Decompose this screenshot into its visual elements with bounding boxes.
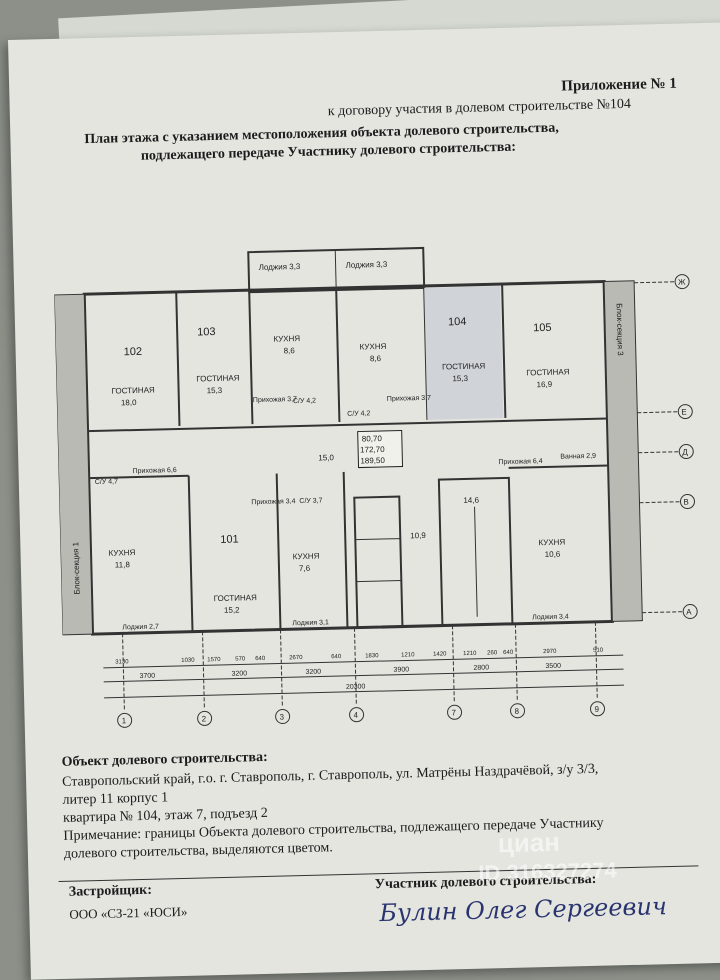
area-total: 189,50 [360, 456, 385, 466]
kitchen-name: КУХНЯ [359, 342, 386, 352]
dim: 3500 [545, 663, 561, 670]
bathroom-label: С/У 3,7 [299, 497, 322, 505]
corridor-area: 15,0 [318, 453, 334, 462]
dim: 640 [331, 654, 342, 660]
lift-hall-area: 10,9 [410, 531, 426, 540]
dim: 3700 [140, 673, 156, 680]
axis-label: 4 [353, 711, 358, 720]
watermark-id: ID 316327274 [478, 857, 617, 886]
axis-label: В [683, 498, 689, 507]
bathroom-label: С/У 4,7 [95, 478, 118, 486]
room-area: 15,3 [207, 386, 223, 395]
dim: 3200 [305, 669, 321, 676]
kitchen-area: 11,8 [115, 560, 131, 569]
axis-label: 2 [202, 714, 207, 723]
dim: 3200 [231, 670, 247, 677]
block-label-left: Блок-секция 1 [71, 541, 81, 594]
dim: 570 [235, 656, 246, 662]
stairwell [437, 476, 514, 627]
axis-label: Ж [678, 278, 686, 287]
room-area: 16,9 [536, 380, 552, 389]
stair-area: 14,6 [463, 496, 479, 505]
floor-plan: Лоджия 3,3 Лоджия 3,3 Лоджия 2,7 Лоджия … [53, 246, 698, 728]
document-page: Приложение № 1 к договору участия в доле… [8, 21, 720, 980]
object-letter: литер 11 корпус 1 [62, 790, 169, 808]
kitchen-area: 10,6 [545, 550, 561, 559]
dim: 2800 [473, 664, 489, 671]
dim: 1210 [463, 651, 477, 657]
dim: 260 [487, 650, 498, 656]
room-name: ГОСТИНАЯ [196, 373, 240, 383]
loggia-label: Лоджия 3,3 [259, 262, 301, 272]
dim-total: 20300 [346, 683, 366, 690]
loggia-label: Лоджия 2,7 [122, 623, 159, 631]
kitchen-area: 8,6 [284, 346, 296, 355]
dim: 640 [255, 656, 266, 662]
room-area: 18,0 [121, 398, 137, 407]
apartment-number: 105 [533, 322, 552, 334]
axis-label: Д [682, 448, 688, 457]
room-name: ГОСТИНАЯ [442, 361, 486, 371]
room-area: 15,2 [224, 606, 240, 615]
axis-label: Е [681, 408, 687, 417]
bathroom-label: С/У 4,2 [347, 410, 370, 418]
dim: 3900 [393, 666, 409, 673]
block-section-left [53, 293, 94, 636]
room-name: ГОСТИНАЯ [111, 386, 155, 396]
axis-label: 7 [451, 708, 456, 717]
axis-label: 9 [594, 705, 599, 714]
dim: 1570 [207, 657, 221, 663]
block-section-right [603, 280, 643, 622]
dim: 1420 [433, 651, 447, 657]
appendix-title: Приложение № 1 [561, 75, 678, 95]
axis-label: 1 [122, 716, 127, 725]
loggia-label: Лоджия 3,1 [292, 619, 329, 627]
room-area: 15,3 [452, 374, 468, 383]
dim: 3130 [115, 659, 129, 665]
hallway-label: Прихожая 3,7 [387, 395, 431, 403]
axis-label: 3 [280, 712, 285, 721]
bathroom-label: С/У 4,2 [293, 398, 316, 406]
bathroom-label: Ванная 2,9 [560, 453, 596, 461]
dim: 1030 [181, 658, 195, 664]
dim: 2670 [289, 655, 303, 661]
axis-label: 8 [514, 707, 519, 716]
apartment-number: 104 [448, 316, 467, 328]
kitchen-area: 8,6 [370, 354, 382, 363]
axis-label: А [686, 607, 692, 616]
hallway-label: Прихожая 6,6 [132, 467, 176, 475]
apartment-number: 102 [124, 346, 143, 358]
apartment-number: 103 [197, 326, 216, 338]
kitchen-area: 7,6 [299, 564, 311, 573]
developer-label: Застройщик: [68, 882, 153, 900]
lift-shaft [353, 495, 404, 629]
loggia-label: Лоджия 3,4 [532, 613, 569, 621]
hallway-label: Прихожая 3,7 [253, 396, 297, 404]
hallway-label: Прихожая 6,4 [498, 458, 542, 466]
kitchen-name: КУХНЯ [538, 538, 565, 548]
room-name: ГОСТИНАЯ [526, 367, 570, 377]
kitchen-name: КУХНЯ [108, 548, 135, 558]
contract-ref: к договору участия в долевом строительст… [327, 96, 632, 120]
dim: 510 [593, 648, 604, 654]
kitchen-name: КУХНЯ [273, 334, 300, 344]
apartment-104-highlight [424, 286, 504, 420]
area-summary-box [357, 429, 404, 469]
dim: 2970 [543, 649, 557, 655]
block-label-right: Блок-секция 3 [615, 303, 625, 356]
apartment-number: 101 [220, 534, 239, 546]
kitchen-name: КУХНЯ [293, 552, 320, 562]
loggia-label: Лоджия 3,3 [345, 260, 387, 270]
dim: 640 [503, 650, 514, 656]
area-total: 172,70 [360, 445, 385, 455]
participant-signature: Булин Олег Сергеевич [379, 892, 668, 928]
area-total: 80,70 [362, 434, 383, 443]
dim: 1830 [365, 653, 379, 659]
room-name: ГОСТИНАЯ [214, 593, 258, 603]
watermark-brand: циан [497, 826, 561, 859]
developer-name: ООО «СЗ-21 «ЮСИ» [69, 903, 188, 922]
dim: 1210 [401, 652, 415, 658]
hallway-label: Прихожая 3,4 [251, 498, 295, 506]
